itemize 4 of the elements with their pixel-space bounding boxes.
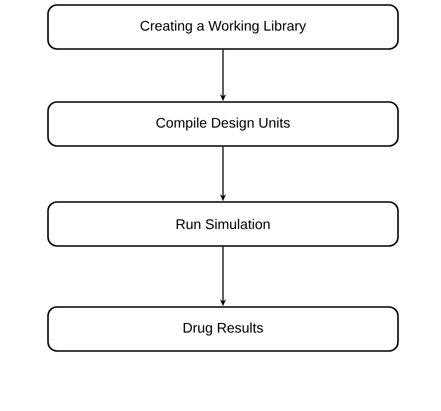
process-box: Compile Design Units [47,101,399,147]
process-box: Run Simulation [47,201,399,247]
process-box: Creating a Working Library [47,4,399,50]
process-box: Drug Results [47,306,399,352]
